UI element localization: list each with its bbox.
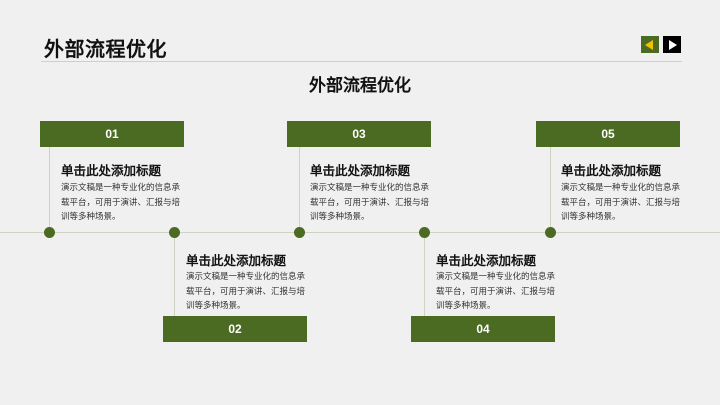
step-number-box: 01 xyxy=(40,121,184,147)
connector-line xyxy=(299,147,300,232)
step-number-box: 03 xyxy=(287,121,431,147)
page-title: 外部流程优化 xyxy=(44,37,167,61)
step-description[interactable]: 演示文稿是一种专业化的信息承载平台，可用于演讲、汇报与培训等多种场景。 xyxy=(61,183,181,222)
timeline-line xyxy=(0,232,720,233)
timeline-dot xyxy=(44,227,55,238)
connector-line xyxy=(49,147,50,232)
step-number: 02 xyxy=(228,322,242,336)
step-title[interactable]: 单击此处添加标题 xyxy=(61,163,162,178)
step-number: 05 xyxy=(601,127,615,141)
previous-slide-button[interactable] xyxy=(641,36,659,53)
step-description[interactable]: 演示文稿是一种专业化的信息承载平台，可用于演讲、汇报与培训等多种场景。 xyxy=(186,272,306,311)
connector-line xyxy=(424,232,425,316)
step-title[interactable]: 单击此处添加标题 xyxy=(310,163,411,178)
next-slide-button[interactable] xyxy=(663,36,681,53)
connector-line xyxy=(174,232,175,316)
step-number: 01 xyxy=(105,127,119,141)
step-number: 04 xyxy=(476,322,490,336)
step-description[interactable]: 演示文稿是一种专业化的信息承载平台，可用于演讲、汇报与培训等多种场景。 xyxy=(561,183,681,222)
step-title[interactable]: 单击此处添加标题 xyxy=(436,253,537,268)
step-number: 03 xyxy=(352,127,366,141)
triangle-left-icon xyxy=(645,39,653,50)
step-title[interactable]: 单击此处添加标题 xyxy=(561,163,662,178)
title-divider xyxy=(41,61,682,62)
triangle-right-icon xyxy=(669,39,677,50)
timeline-dot xyxy=(169,227,180,238)
timeline-dot xyxy=(419,227,430,238)
step-title[interactable]: 单击此处添加标题 xyxy=(186,253,287,268)
timeline-dot xyxy=(545,227,556,238)
connector-line xyxy=(550,147,551,232)
step-description[interactable]: 演示文稿是一种专业化的信息承载平台，可用于演讲、汇报与培训等多种场景。 xyxy=(310,183,430,222)
slide-subtitle: 外部流程优化 xyxy=(309,76,411,96)
timeline-dot xyxy=(294,227,305,238)
step-number-box: 02 xyxy=(163,316,307,342)
step-number-box: 04 xyxy=(411,316,555,342)
step-number-box: 05 xyxy=(536,121,680,147)
step-description[interactable]: 演示文稿是一种专业化的信息承载平台，可用于演讲、汇报与培训等多种场景。 xyxy=(436,272,556,311)
